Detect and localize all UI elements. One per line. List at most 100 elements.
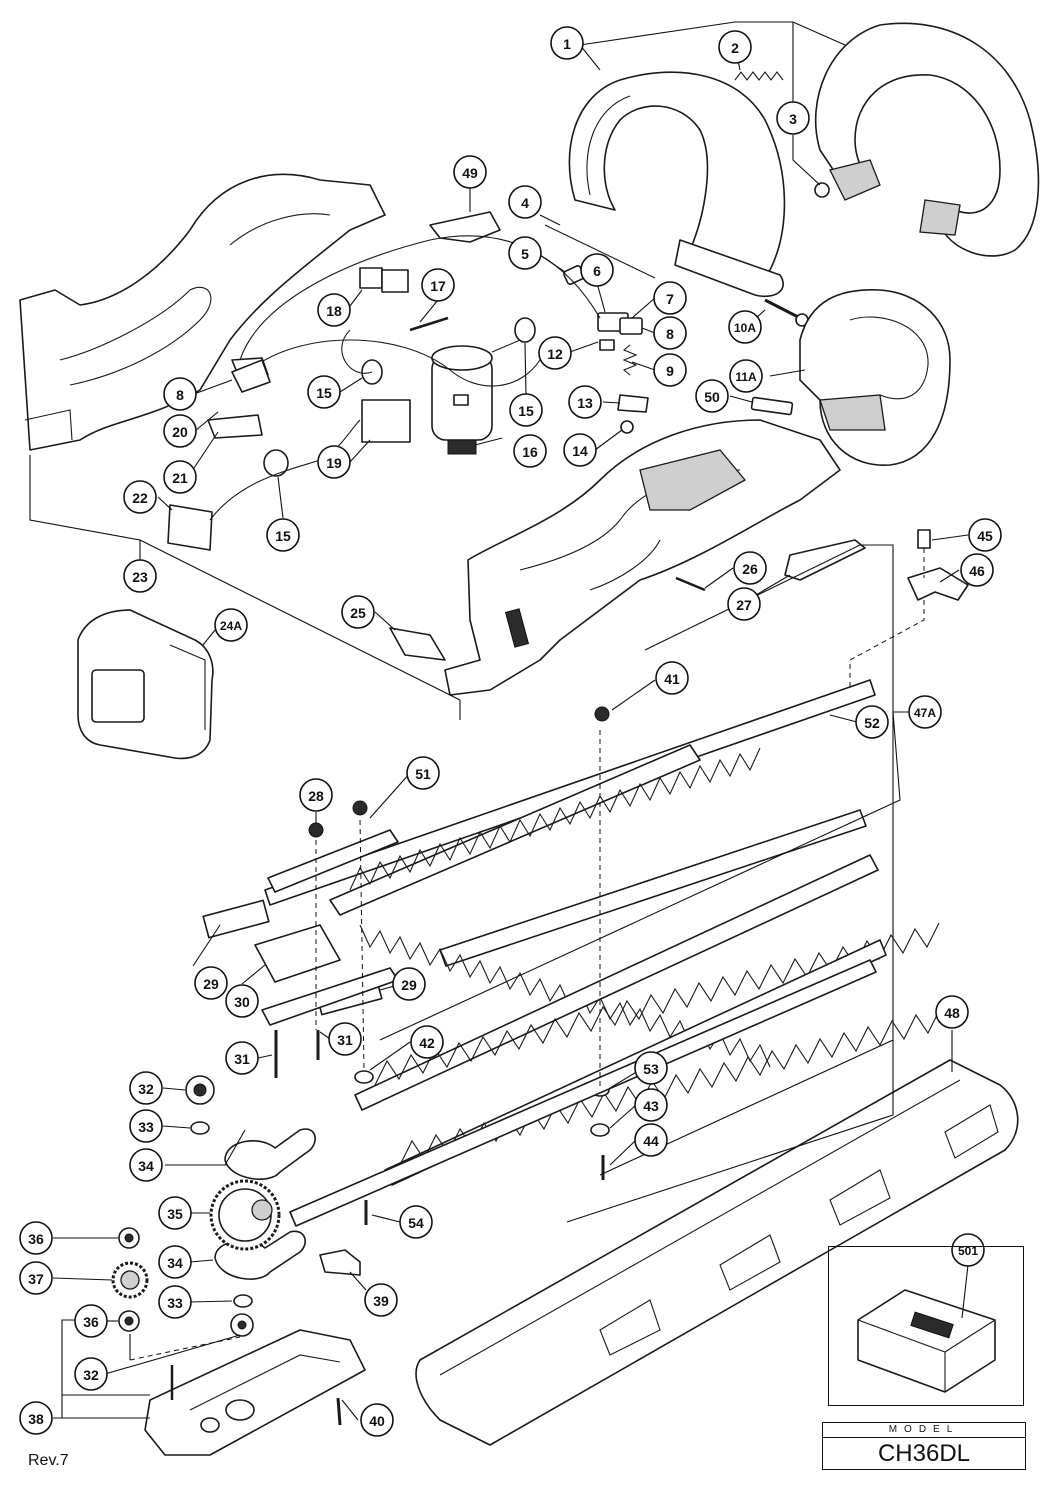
part-51-29-30 bbox=[202, 829, 399, 1026]
callout-36b: 36 bbox=[74, 1304, 108, 1338]
callout-23: 23 bbox=[123, 559, 157, 593]
callout-circle bbox=[74, 1304, 108, 1338]
callout-circle bbox=[634, 1051, 668, 1085]
part-spring-small bbox=[622, 344, 638, 376]
callout-circle bbox=[568, 385, 602, 419]
callout-28: 28 bbox=[299, 778, 333, 812]
part-bearings bbox=[118, 1075, 254, 1337]
callout-36a: 36 bbox=[19, 1221, 53, 1255]
leader-lines bbox=[29, 21, 969, 1421]
callout-circle bbox=[307, 375, 341, 409]
callout-number: 35 bbox=[167, 1206, 183, 1222]
part-plates bbox=[264, 679, 876, 967]
callout-number: 36 bbox=[28, 1231, 44, 1247]
callout-circle bbox=[163, 414, 197, 448]
callout-circle bbox=[580, 253, 614, 287]
callout-circle bbox=[695, 379, 729, 413]
callout-number: 6 bbox=[593, 263, 601, 279]
callout-number: 49 bbox=[462, 165, 478, 181]
callout-number: 54 bbox=[408, 1215, 424, 1231]
callout-9: 9 bbox=[653, 353, 687, 387]
callout-number: 12 bbox=[547, 346, 563, 362]
callout-number: 33 bbox=[138, 1119, 154, 1135]
part-50 bbox=[750, 396, 794, 416]
callout-5: 5 bbox=[508, 236, 542, 270]
callout-circle bbox=[299, 778, 333, 812]
callout-circle bbox=[163, 377, 197, 411]
callout-10A: 10A bbox=[728, 310, 762, 344]
callout-number: 43 bbox=[643, 1098, 659, 1114]
callout-circle bbox=[163, 460, 197, 494]
callout-number: 32 bbox=[83, 1367, 99, 1383]
part-45-46 bbox=[907, 529, 969, 601]
callout-circle bbox=[123, 559, 157, 593]
callout-number: 39 bbox=[373, 1293, 389, 1309]
callout-12: 12 bbox=[538, 336, 572, 370]
callout-7: 7 bbox=[653, 281, 687, 315]
callout-16: 16 bbox=[513, 434, 547, 468]
callout-circle bbox=[655, 661, 689, 695]
callout-circle bbox=[960, 553, 994, 587]
callout-6: 6 bbox=[580, 253, 614, 287]
part-hand-guard bbox=[799, 289, 951, 466]
callout-48: 48 bbox=[935, 995, 969, 1029]
part-25 bbox=[389, 627, 446, 661]
callout-circle bbox=[935, 995, 969, 1029]
callout-17: 17 bbox=[421, 268, 455, 302]
part-blade-cover bbox=[415, 1059, 1019, 1446]
callout-13: 13 bbox=[568, 385, 602, 419]
part-pinion bbox=[111, 1261, 149, 1299]
callout-circle bbox=[341, 595, 375, 629]
callout-circle bbox=[728, 310, 762, 344]
callout-number: 2 bbox=[731, 40, 739, 56]
callout-47A: 47A bbox=[908, 695, 942, 729]
callout-24A: 24A bbox=[214, 608, 248, 642]
callout-circle bbox=[653, 316, 687, 350]
callout-circle bbox=[951, 1233, 985, 1267]
callout-circle bbox=[563, 433, 597, 467]
part-rod bbox=[544, 224, 656, 279]
revision-label: Rev.7 bbox=[28, 1452, 69, 1469]
part-13-14 bbox=[617, 394, 649, 434]
callout-31b: 31 bbox=[225, 1041, 259, 1075]
callout-number: 15 bbox=[316, 385, 332, 401]
part-12 bbox=[599, 339, 615, 351]
part-gear-cover bbox=[144, 1329, 366, 1456]
callout-26: 26 bbox=[733, 551, 767, 585]
callout-circle bbox=[508, 236, 542, 270]
callout-33b: 33 bbox=[158, 1285, 192, 1319]
callout-30: 30 bbox=[225, 984, 259, 1018]
callout-number: 1 bbox=[563, 36, 571, 52]
callout-number: 33 bbox=[167, 1295, 183, 1311]
callout-number: 21 bbox=[172, 470, 188, 486]
callout-number: 19 bbox=[326, 455, 342, 471]
callout-39: 39 bbox=[364, 1283, 398, 1317]
callout-circle bbox=[908, 695, 942, 729]
callout-54: 54 bbox=[399, 1205, 433, 1239]
callout-circle bbox=[158, 1285, 192, 1319]
callout-circle bbox=[225, 1041, 259, 1075]
callout-circle bbox=[653, 281, 687, 315]
callout-52: 52 bbox=[855, 705, 889, 739]
callout-25: 25 bbox=[341, 595, 375, 629]
callout-circle bbox=[123, 480, 157, 514]
callout-501: 501 bbox=[951, 1233, 985, 1267]
callout-31a: 31 bbox=[328, 1022, 362, 1056]
callout-number: 51 bbox=[415, 766, 431, 782]
callout-circle bbox=[317, 445, 351, 479]
callout-number: 26 bbox=[742, 561, 758, 577]
callout-number: 31 bbox=[234, 1051, 250, 1067]
callout-number: 14 bbox=[572, 443, 588, 459]
callout-number: 24A bbox=[220, 619, 242, 633]
callout-32a: 32 bbox=[129, 1071, 163, 1105]
part-housing-right bbox=[444, 419, 841, 696]
callout-11A: 11A bbox=[729, 359, 763, 393]
callout-circle bbox=[74, 1357, 108, 1391]
callout-number: 47A bbox=[914, 706, 936, 720]
callout-49: 49 bbox=[453, 155, 487, 189]
callout-circle bbox=[214, 608, 248, 642]
part-front-handle bbox=[568, 71, 786, 297]
callout-number: 53 bbox=[643, 1061, 659, 1077]
